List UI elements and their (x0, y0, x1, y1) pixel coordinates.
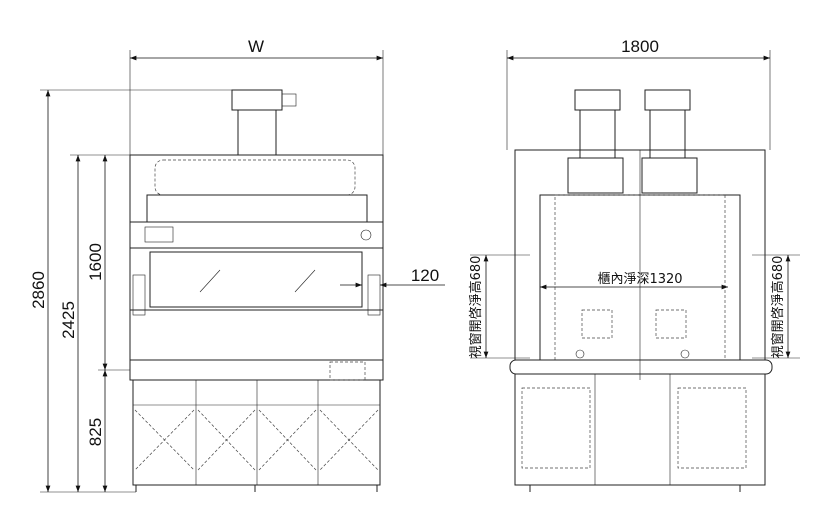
inner-depth-label: 櫃內淨深1320 (597, 272, 682, 287)
sash-opening-right-label: 視窗開啓淨高680 (770, 256, 786, 359)
base-height-label: 825 (86, 418, 105, 446)
front-view: W 2860 2425 1600 825 120 (29, 37, 445, 493)
side-view: 1800 櫃內淨深1320 視窗開啓淨高680 視窗開啓淨高680 (468, 37, 800, 492)
sash-offset-label: 120 (411, 266, 439, 285)
side-width-label: 1800 (621, 37, 659, 56)
width-label: W (248, 37, 264, 56)
hood-height-label: 1600 (86, 243, 105, 281)
sash-opening-left-label: 視窗開啓淨高680 (468, 256, 484, 359)
body-height-label: 2425 (59, 301, 78, 339)
total-height-label: 2860 (29, 271, 48, 309)
